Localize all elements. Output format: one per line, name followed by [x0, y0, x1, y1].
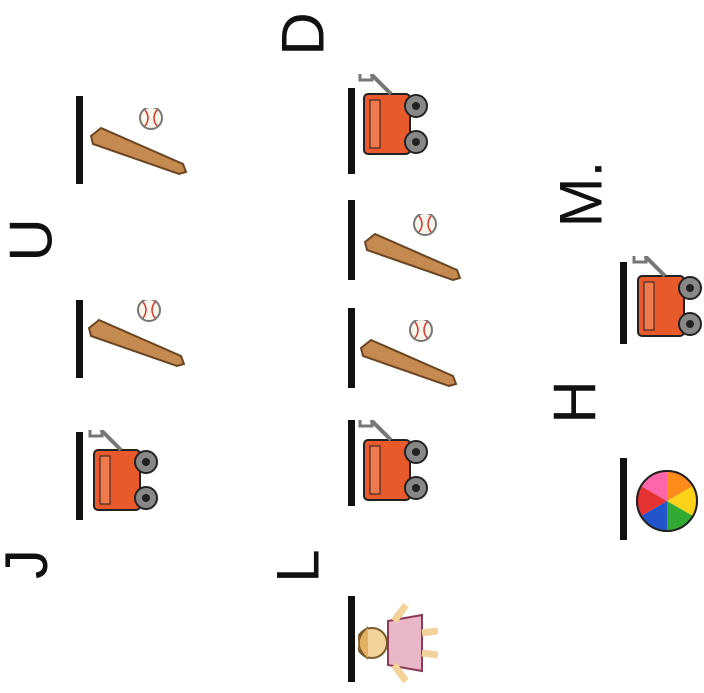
letter-u: U — [0, 218, 65, 262]
blank-line — [348, 420, 355, 506]
baseball-bat-icon — [360, 212, 470, 299]
blank-line — [348, 88, 355, 174]
blank-line — [348, 596, 355, 682]
wagon-icon — [356, 410, 436, 525]
beach-ball-icon — [632, 466, 702, 541]
wagon-icon — [356, 64, 436, 179]
baseball-bat-icon — [84, 298, 194, 385]
blank-line — [348, 308, 355, 388]
letter-j: J — [0, 549, 60, 579]
letter-l: L — [264, 549, 332, 583]
blank-line — [76, 96, 83, 184]
letter-d: D — [269, 12, 337, 56]
wagon-icon — [86, 420, 166, 535]
blank-line — [348, 200, 355, 280]
blank-line — [620, 262, 627, 344]
blank-line — [76, 432, 83, 520]
wagon-icon — [630, 246, 704, 361]
doll-icon — [358, 598, 438, 693]
blank-line — [620, 458, 627, 540]
baseball-bat-icon — [356, 318, 466, 405]
letter-m: M. — [547, 160, 615, 228]
blank-line — [76, 300, 83, 378]
letter-h: H — [541, 380, 609, 424]
baseball-bat-icon — [86, 106, 196, 193]
